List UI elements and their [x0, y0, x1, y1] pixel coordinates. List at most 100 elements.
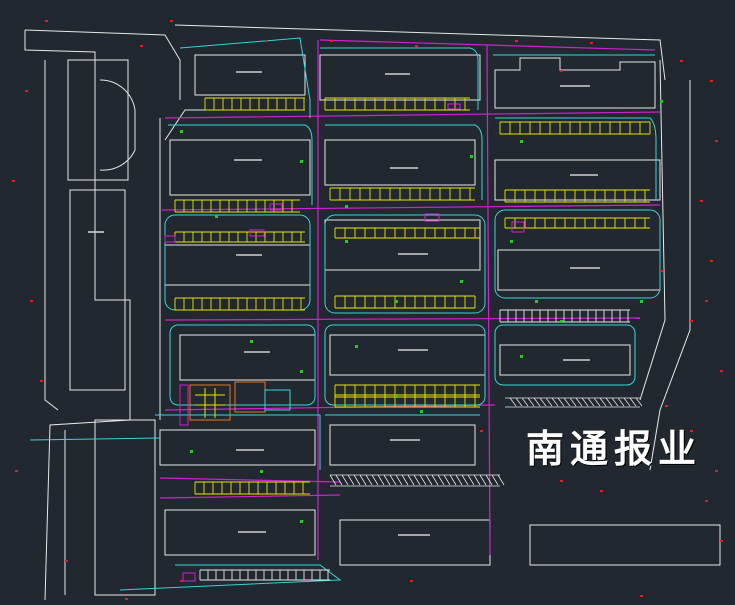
- survey-point-green: [300, 160, 303, 163]
- block-label-marks: [88, 71, 600, 536]
- survey-point-red: [660, 270, 663, 272]
- survey-point-green: [355, 345, 358, 348]
- drawing-stroke: [329, 474, 337, 486]
- drawing-stroke: [587, 397, 595, 407]
- survey-point-green: [520, 355, 523, 358]
- survey-point-red: [12, 180, 15, 182]
- survey-point-red: [560, 70, 563, 72]
- drawing-stroke: [557, 397, 565, 407]
- drawing-stroke: [515, 397, 523, 407]
- drawing-stroke: [551, 397, 559, 407]
- hatched-strips: [329, 397, 643, 487]
- survey-point-red: [330, 40, 333, 42]
- survey-point-green: [215, 215, 218, 218]
- survey-point-green: [250, 340, 253, 343]
- survey-point-red: [710, 260, 713, 262]
- survey-point-red: [600, 490, 603, 492]
- survey-point-red: [715, 470, 718, 472]
- survey-point-red: [560, 480, 563, 482]
- survey-point-green: [395, 300, 398, 303]
- drawing-stroke: [443, 474, 451, 486]
- drawing-stroke: [383, 474, 391, 486]
- drawing-stroke: [629, 397, 637, 407]
- drawing-stroke: [461, 474, 469, 486]
- drawing-stroke: [389, 474, 397, 486]
- drawing-stroke: [353, 474, 361, 486]
- survey-point-green: [300, 520, 303, 523]
- parking-rows-south: [199, 309, 630, 581]
- survey-point-red: [65, 560, 68, 562]
- drawing-stroke: [533, 397, 541, 407]
- drawing-stroke: [467, 474, 475, 486]
- drawing-stroke: [599, 397, 607, 407]
- drawing-stroke: [437, 474, 445, 486]
- drawing-stroke: [575, 397, 583, 407]
- survey-point-red: [715, 140, 718, 142]
- survey-point-red: [640, 595, 643, 597]
- survey-point-green: [345, 205, 348, 208]
- drawing-stroke: [569, 397, 577, 407]
- drawing-stroke: [377, 474, 385, 486]
- drawing-stroke: [365, 474, 373, 486]
- survey-point-red: [710, 80, 713, 82]
- survey-point-green: [260, 470, 263, 473]
- drawing-stroke: [473, 474, 481, 486]
- survey-point-red: [700, 200, 703, 202]
- inner-roads: [29, 37, 661, 591]
- drawing-stroke: [581, 397, 589, 407]
- survey-point-red: [45, 20, 48, 22]
- survey-point-red: [40, 380, 43, 382]
- drawing-stroke: [431, 474, 439, 486]
- survey-point-green: [560, 320, 563, 323]
- survey-point-green: [535, 300, 538, 303]
- survey-point-green: [395, 395, 398, 398]
- drawing-stroke: [623, 397, 631, 407]
- drawing-stroke: [491, 474, 499, 486]
- drawing-stroke: [407, 474, 415, 486]
- survey-point-red: [680, 60, 683, 62]
- drawing-stroke: [335, 474, 343, 486]
- survey-points: [12, 20, 723, 600]
- survey-point-red: [15, 470, 18, 472]
- drawing-stroke: [347, 474, 355, 486]
- survey-point-red: [125, 598, 128, 600]
- survey-point-green: [460, 280, 463, 283]
- survey-point-green: [345, 240, 348, 243]
- drawing-stroke: [341, 474, 349, 486]
- drawing-stroke: [635, 397, 643, 407]
- survey-point-green: [180, 130, 183, 133]
- survey-point-red: [720, 370, 723, 372]
- drawing-stroke: [449, 474, 457, 486]
- road-network: [159, 39, 661, 560]
- survey-point-red: [140, 45, 143, 47]
- survey-point-red: [690, 430, 693, 432]
- drawing-stroke: [413, 474, 421, 486]
- drawing-stroke: [509, 397, 517, 407]
- survey-point-red: [515, 40, 518, 42]
- drawing-stroke: [401, 474, 409, 486]
- drawing-stroke: [485, 474, 493, 486]
- drawing-stroke: [593, 397, 601, 407]
- survey-point-red: [180, 580, 183, 582]
- drawing-stroke: [497, 474, 505, 486]
- survey-point-red: [480, 430, 483, 432]
- drawing-stroke: [479, 474, 487, 486]
- drawing-stroke: [545, 397, 553, 407]
- survey-point-green: [640, 300, 643, 303]
- survey-point-red: [665, 405, 668, 407]
- drawing-stroke: [605, 397, 613, 407]
- drawing-stroke: [371, 474, 379, 486]
- survey-point-red: [705, 500, 708, 502]
- survey-point-red: [410, 580, 413, 582]
- survey-point-red: [25, 90, 28, 92]
- drawing-stroke: [419, 474, 427, 486]
- survey-point-red: [265, 40, 268, 42]
- basement-block: [179, 381, 291, 426]
- survey-point-green: [190, 450, 193, 453]
- survey-point-red: [705, 300, 708, 302]
- survey-point-red: [415, 45, 418, 47]
- survey-point-red: [690, 320, 693, 322]
- small-markers: [164, 103, 525, 582]
- survey-point-green: [520, 140, 523, 143]
